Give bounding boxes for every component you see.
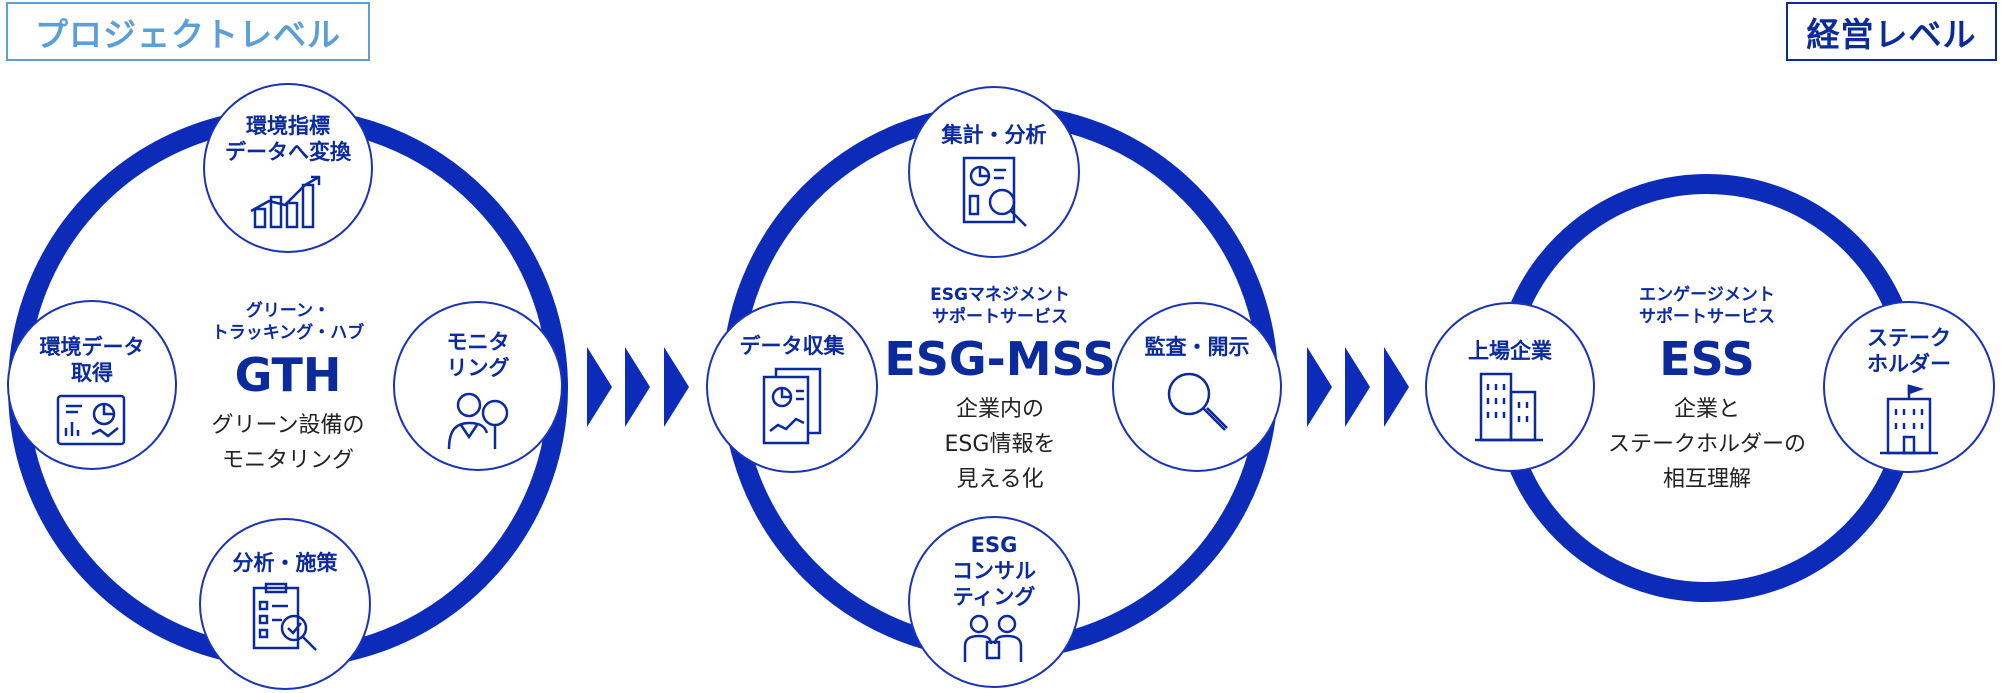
ess-node-label: 上場企業 [1468, 339, 1552, 363]
clipboard-check-icon [248, 582, 322, 656]
mss-node-label: データ収集 [739, 334, 845, 358]
gth-center: グリーン・ トラッキング・ハブ GTH グリーン設備の モニタリング [178, 300, 398, 478]
ess-node-listed-company: 上場企業 [1425, 302, 1595, 472]
gth-node-label: モニタ リング [446, 330, 510, 380]
ess-name: ESS [1659, 332, 1755, 386]
mss-description: 企業内の ESG情報を 見える化 [944, 397, 1056, 492]
gth-node-analysis: 分析・施策 [199, 518, 371, 690]
gth-node-env-data: 環境データ 取得 [7, 300, 177, 470]
gth-node-label: 環境データ 取得 [39, 335, 145, 385]
mss-node-aggregation: 集計・分析 [908, 86, 1080, 258]
magnifier-icon [1159, 366, 1235, 436]
documents-icon [758, 365, 826, 447]
consulting-people-icon [959, 614, 1029, 664]
flag-building-icon [1874, 383, 1944, 459]
mss-node-label: 集計・分析 [941, 123, 1047, 147]
gth-subtitle: グリーン・ トラッキング・ハブ [211, 301, 365, 343]
flow-arrows-2 [1307, 347, 1409, 427]
mss-center: ESGマネジメント サポートサービス ESG-MSS 企業内の ESG情報を 見… [860, 284, 1140, 497]
gth-node-label: 分析・施策 [232, 551, 338, 575]
dashboard-icon [54, 392, 130, 448]
flow-arrows-1 [587, 347, 689, 427]
mss-node-label: 監査・開示 [1144, 335, 1250, 359]
gth-name: GTH [234, 348, 342, 402]
ess-subtitle: エンゲージメント サポートサービス [1639, 285, 1775, 327]
mss-node-consulting: ESG コンサル ティング [908, 516, 1080, 688]
bar-chart-trend-icon [249, 171, 327, 231]
mss-subtitle: ESGマネジメント サポートサービス [930, 285, 1070, 327]
buildings-icon [1473, 370, 1547, 446]
mss-node-audit: 監査・開示 [1112, 302, 1282, 472]
report-magnifier-icon [956, 154, 1032, 232]
person-magnifier-icon [443, 387, 513, 453]
ess-node-label: ステーク ホルダー [1867, 326, 1951, 376]
management-level-tag: 経営レベル [1786, 2, 1997, 61]
mss-node-data-collection: データ収集 [706, 301, 878, 473]
ess-node-stakeholder: ステーク ホルダー [1823, 301, 1995, 473]
ess-center: エンゲージメント サポートサービス ESS 企業と ステークホルダーの 相互理解 [1577, 284, 1837, 497]
project-level-tag: プロジェクトレベル [6, 2, 370, 61]
mss-node-label: ESG コンサル ティング [952, 533, 1036, 609]
gth-node-monitoring: モニタ リング [393, 301, 563, 471]
ess-description: 企業と ステークホルダーの 相互理解 [1607, 397, 1806, 492]
gth-node-env-index: 環境指標 データへ変換 [203, 83, 373, 253]
gth-node-label: 環境指標 データへ変換 [225, 114, 351, 164]
gth-description: グリーン設備の モニタリング [211, 413, 365, 473]
mss-name: ESG-MSS [884, 332, 1116, 386]
